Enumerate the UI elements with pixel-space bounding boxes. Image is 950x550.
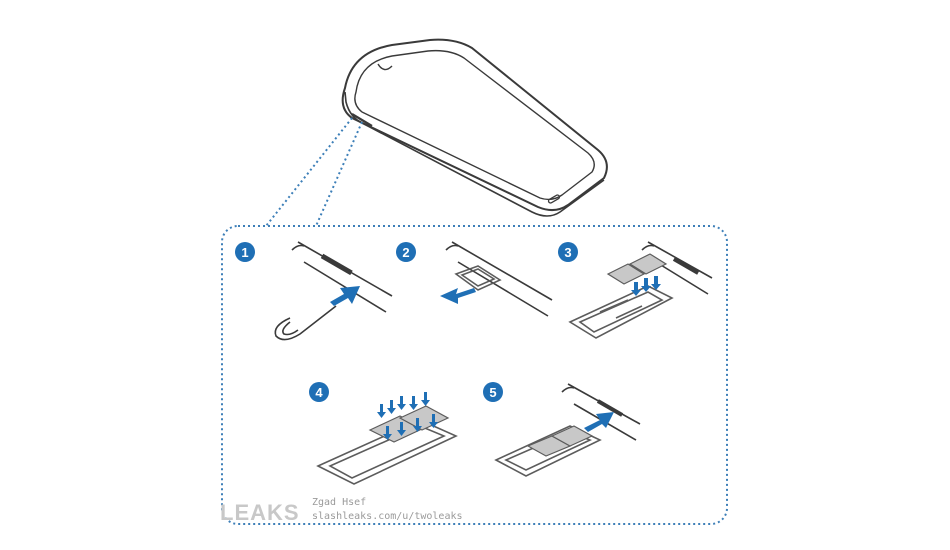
step-3: 3 [558,241,713,339]
phone-illustration [341,38,608,217]
phone-notch [377,63,393,71]
step-3-badge: 3 [558,242,578,262]
step-4-down-arrows-icon [377,392,438,440]
step-2-arrow-icon [440,288,476,304]
phone-usb-port [547,194,561,204]
step-4-sim-cards [368,405,450,443]
eject-pin-icon [274,305,337,341]
step-5-sim-cards [526,425,594,457]
step-5: 5 [483,382,641,477]
step-1-arrow-icon [330,286,360,306]
step-4-badge: 4 [309,382,329,402]
phone-side [344,91,605,217]
step-3-phone-edge [641,241,713,295]
phone-screen [354,49,595,201]
watermark-line-2: slashleaks.com/u/twoleaks [312,511,463,522]
step-5-slot [596,399,624,417]
step-5-badge: 5 [483,382,503,402]
steps-panel-border [221,225,728,525]
step-1-badge: 1 [235,242,255,262]
step-2: 2 [396,241,553,317]
watermark: LEAKS Zgad Hsef slashleaks.com/u/twoleak… [220,497,463,525]
step-5-number: 5 [489,385,496,400]
step-1-phone-edge [291,241,393,313]
step-3-slot [672,257,700,275]
watermark-logo: LEAKS [220,500,300,525]
step-3-down-arrows-icon [631,276,661,296]
step-3-number: 3 [564,245,571,260]
watermark-line-1: Zgad Hsef [312,497,366,508]
phone-sim-slot [351,113,373,127]
step-2-number: 2 [402,245,409,260]
step-2-badge: 2 [396,242,416,262]
step-3-tray [568,285,674,339]
step-2-tray [454,265,502,291]
step-3-sim-cards [606,253,668,285]
step-1-sim-slot [320,253,353,276]
step-1: 1 [235,241,393,341]
step-5-arrow-icon [584,412,614,432]
callout-lines [265,117,363,227]
step-4-number: 4 [315,385,323,400]
phone-body [341,38,608,211]
step-4: 4 [309,382,458,485]
step-1-number: 1 [241,245,248,260]
